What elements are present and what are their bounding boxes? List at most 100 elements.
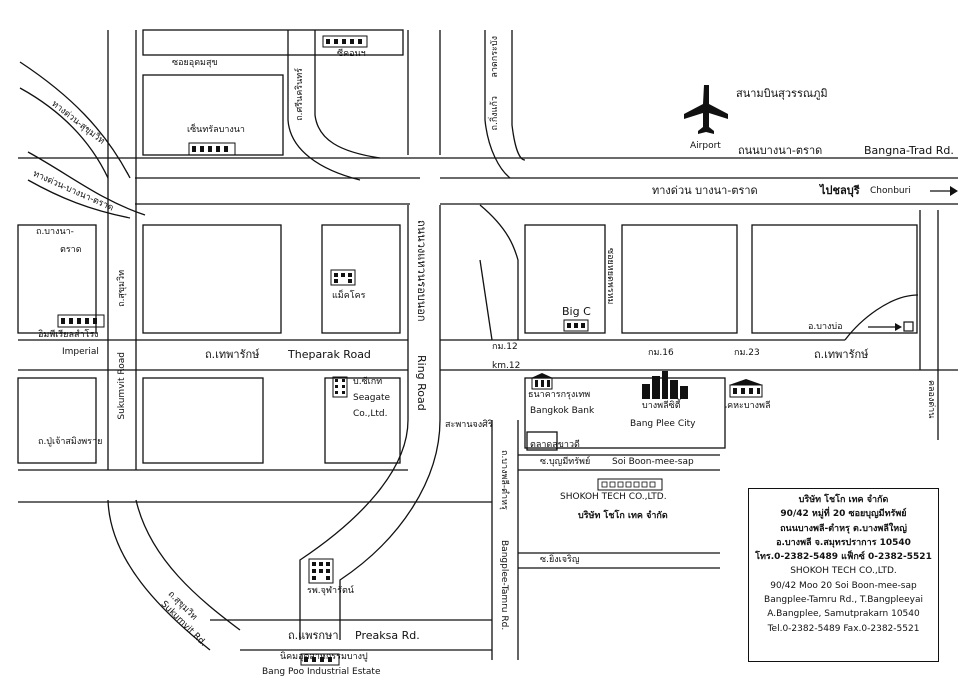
place-seagate-en1: Seagate <box>353 393 391 403</box>
building-icon <box>322 35 368 48</box>
block-imperial <box>17 224 97 334</box>
arrow-bangbo-icon <box>868 323 902 331</box>
place-shokoh-en: SHOKOH TECH CO.,LTD. <box>560 492 667 502</box>
place-bangkok-bank-en: Bangkok Bank <box>530 406 595 416</box>
km-label-12-en: km.12 <box>492 361 521 371</box>
place-bangpoo-th: นิคมอุตสาหกรรมบางปู <box>280 652 368 662</box>
arrow-right-icon <box>930 186 958 196</box>
road-label-kingkaew: ถ.กิ่งแก้ว <box>490 96 500 131</box>
address-box: บริษัท โชโก เทค จำกัด 90/42 หมู่ที่ 20 ซ… <box>748 488 939 662</box>
road-label-bangplee-tamru-th: ถ.บางพลี-ตำหรุ <box>499 450 509 510</box>
place-bigc: Big C <box>562 305 591 318</box>
address-th-line-4: อ.บางพลี จ.สมุทรปราการ 10540 <box>776 537 911 548</box>
road-label-expressway: ทางด่วน บางนา-ตราด <box>652 184 758 197</box>
building-icon <box>300 653 340 666</box>
place-bangbo: อ.บางบ่อ <box>808 322 843 332</box>
road-expressway-sukhumvit-lower <box>19 87 109 179</box>
road-label-soi-south: ซอยหยดพรหม <box>605 248 615 305</box>
road-label-bangna-left-1: ถ.บางนา- <box>36 227 74 237</box>
address-th-line-1: บริษัท โชโก เทค จำกัด <box>798 495 889 505</box>
block-makro <box>321 224 401 334</box>
road-label-preaksa-th: ถ.แพรกษา <box>288 629 339 642</box>
block-left-mid <box>142 377 264 464</box>
market-box <box>526 431 558 451</box>
road-kingkaew-right <box>511 30 526 161</box>
road-label-saphan-chongsiri: สะพานจงศิริ <box>445 420 493 430</box>
road-label-soi-udomsuk: ซอยอุดมสุข <box>172 58 218 68</box>
road-sukhumvit-lower-right <box>135 499 241 631</box>
road-label-bangna-trad-en: Bangna-Trad Rd. <box>864 144 954 157</box>
road-label-preaksa-en: Preaksa Rd. <box>355 629 420 642</box>
place-airport-en: Airport <box>690 141 721 151</box>
place-airport-th: สนามบินสุวรรณภูมิ <box>736 87 828 100</box>
building-icon <box>642 371 688 399</box>
road-label-bangna-trad-th: ถนนบางนา-ตราด <box>738 144 823 157</box>
building-icon <box>57 314 105 328</box>
building-icon <box>308 558 334 584</box>
place-makro: แม็คโคร <box>332 291 366 301</box>
km-label-12-th: กม.12 <box>492 342 518 352</box>
address-en-line-5: Tel.0-2382-5489 Fax.0-2382-5521 <box>767 623 920 634</box>
building-icon <box>332 376 348 398</box>
label-to-chonburi-en: Chonburi <box>870 186 911 196</box>
building-icon <box>531 373 553 390</box>
address-th-line-3: ถนนบางพลี-ตำหรุ ต.บางพลีใหญ่ <box>780 523 907 534</box>
block-imperial-right <box>142 224 282 334</box>
road-label-ying-charoen: ซ.ยิ่งเจริญ <box>540 555 580 565</box>
road-label-theparak-th: ถ.เทพารักษ์ <box>205 348 260 361</box>
place-bangplee-city-en: Bang Plee City <box>630 419 696 429</box>
km-label-16: กม.16 <box>648 348 674 358</box>
road-label-sukhumvit-en: Sukumvit Road <box>117 352 127 420</box>
road-srinakarin-left <box>287 30 361 181</box>
road-label-kingkaew-top: ลาดกระบัง <box>490 36 500 78</box>
road-kingkaew-left <box>484 30 511 179</box>
address-en-line-4: A.Bangplee, Samutprakarn 10540 <box>767 609 920 620</box>
road-label-ring-th: ถนนวงแหวนรอบนอก <box>415 220 428 322</box>
block-km16 <box>621 224 738 334</box>
road-label-bangna-left-2: ตราด <box>60 245 82 255</box>
place-imperial-en: Imperial <box>62 347 99 357</box>
place-central: เซ็นทรัลบางนา <box>187 125 245 135</box>
block-seagate <box>324 377 401 464</box>
road-label-sukhumvit-th: ถ.สุขุมวิท <box>117 270 127 307</box>
place-kheha: เคหะบางพลี <box>724 401 771 411</box>
road-label-theparak-en: Theparak Road <box>288 348 371 361</box>
road-label-bangplee-tamru-en: Bangplee-Tamru Rd. <box>499 540 509 631</box>
road-label-srinakarin: ถ.ศรีนครินทร์ <box>295 68 305 121</box>
km-label-23: กม.23 <box>734 348 760 358</box>
address-en-line-1: SHOKOH TECH CO.,LTD. <box>790 566 897 577</box>
place-seagate-en2: Co.,Ltd. <box>353 409 388 419</box>
road-label-theparak-right: ถ.เทพารักษ์ <box>814 348 869 361</box>
place-bangkok-bank-th: ธนาคารกรุงเทพ <box>528 390 591 400</box>
place-imperial-th: อิมพีเรียลสำโรง <box>38 330 99 340</box>
road-ring-left <box>299 205 409 640</box>
address-en-line-2: 90/42 Moo 20 Soi Boon-mee-sap <box>770 580 917 591</box>
block-bigc <box>524 224 606 334</box>
road-expressway-sukhumvit-upper <box>19 61 131 179</box>
building-icon <box>563 319 589 332</box>
road-label-right-edge: คลองด่าน <box>926 380 936 419</box>
place-seagate-th: บ.ซีเกท <box>353 377 383 387</box>
building-icon <box>188 142 236 156</box>
block-bank <box>524 377 726 449</box>
address-en-line-3: Bangplee-Tamru Rd., T.Bangpleeyai <box>764 595 923 606</box>
label-to-chonburi-th: ไปชลบุรี <box>820 184 860 197</box>
bangbo-box <box>903 321 914 332</box>
block-pu-chao <box>17 377 97 464</box>
road-bangbo-curve <box>844 294 919 341</box>
road-expressway-bangna-upper <box>27 151 146 216</box>
road-label-ring-en: Ring Road <box>415 355 428 411</box>
road-ring-right <box>339 205 441 640</box>
place-bangplee-city-th: บางพลีซิตี้ <box>642 401 681 411</box>
airplane-icon <box>684 85 728 134</box>
address-th-line-2: 90/42 หมู่ที่ 20 ซอยบุญมีทรัพย์ <box>780 509 907 520</box>
place-seacon: ซีคอนฯ <box>337 49 366 59</box>
place-market: ตลาดสุขาวดี <box>530 440 580 450</box>
road-label-pu-chao: ถ.ปู่เจ้าสมิงพราย <box>38 437 103 447</box>
road-bangplee-curve-right <box>479 204 519 340</box>
road-expressway-bangna-lower <box>27 179 131 219</box>
building-icon <box>597 478 663 491</box>
road-label-soi-boon-th: ซ.บุญมีทรัพย์ <box>540 457 591 467</box>
block-top <box>142 29 404 56</box>
